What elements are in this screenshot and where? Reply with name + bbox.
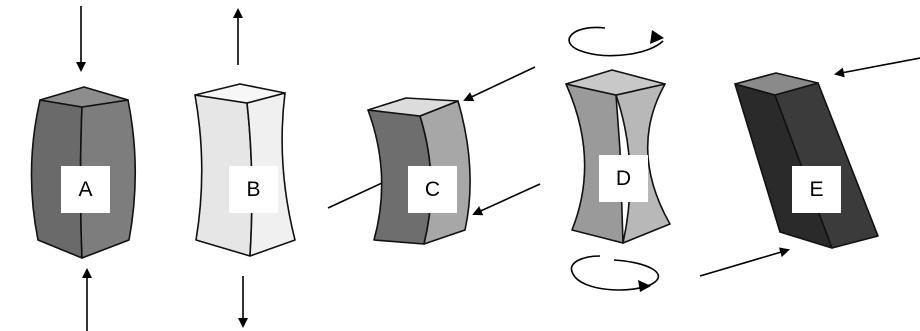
label-d-box [599, 155, 648, 202]
block-e-top-face [734, 72, 819, 96]
torsion-arrow-top-head [650, 30, 664, 44]
block-b-top-face [194, 83, 286, 104]
label-d: D [616, 167, 631, 190]
label-b-box [229, 166, 278, 213]
torsion-arrow-top [568, 26, 664, 57]
torsion-arrow-bottom-head [638, 280, 651, 292]
label-c-box [408, 166, 457, 213]
block-c-top-face [367, 97, 459, 117]
shear-arrow-top [834, 57, 920, 78]
torsion-arrow-bottom [570, 255, 660, 291]
block-e-shear: E [699, 57, 920, 277]
block-d-torsion: D [565, 26, 671, 292]
label-e: E [809, 178, 823, 201]
block-a-top-face [39, 86, 129, 108]
block-d-top-face [565, 69, 666, 96]
label-a: A [78, 178, 92, 201]
block-c-bending: C [327, 66, 541, 245]
block-d-left-face [565, 83, 624, 244]
bending-arrow-bottom-right [472, 183, 541, 216]
bending-arrow-top-right [463, 66, 536, 102]
block-a-compression: A [30, 6, 137, 331]
label-c: C [425, 178, 440, 201]
block-b-tension: B [194, 8, 296, 328]
shear-arrow-bottom [699, 247, 790, 277]
label-a-box [61, 166, 110, 213]
label-e-box [792, 166, 841, 213]
label-b: B [246, 178, 260, 201]
